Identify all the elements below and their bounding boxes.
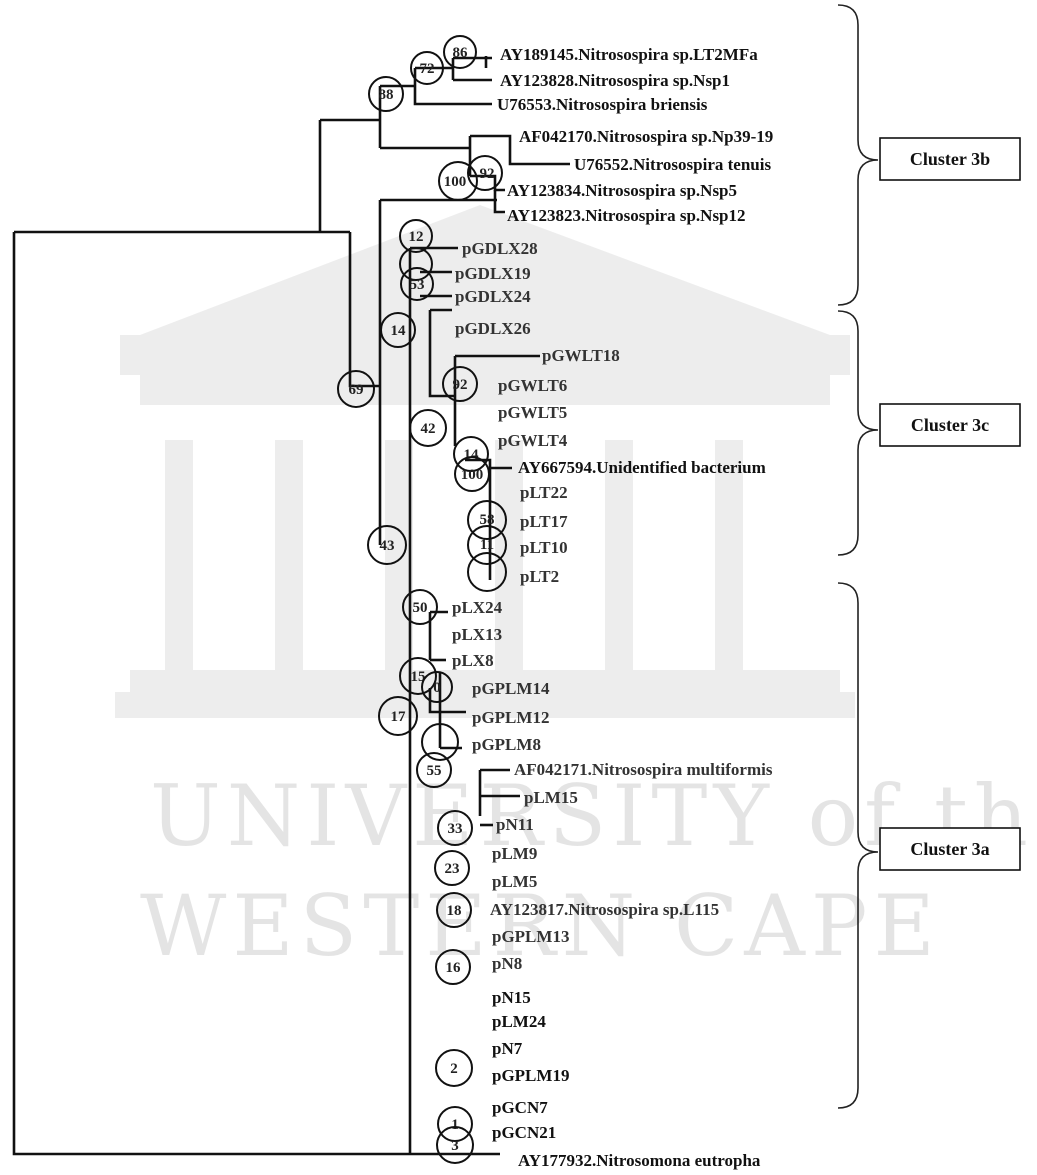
leaf-label: pGPLM19 [492, 1066, 569, 1085]
svg-text:14: 14 [464, 447, 480, 463]
leaf-label: pGDLX26 [455, 319, 531, 338]
leaf-label: pLM5 [492, 872, 537, 891]
svg-text:43: 43 [380, 538, 395, 554]
leaf-label: AY123817.Nitrosospira sp.L115 [490, 900, 719, 919]
svg-text:16: 16 [446, 960, 462, 976]
leaf-label: pGPLM12 [472, 708, 549, 727]
svg-text:100: 100 [444, 174, 467, 190]
svg-text:11: 11 [480, 537, 494, 553]
leaf-label: pGCN7 [492, 1098, 548, 1117]
leaf-label: pLT17 [520, 512, 568, 531]
svg-text:86: 86 [453, 45, 469, 61]
leaf-label: pN15 [492, 988, 531, 1007]
leaf-label: AY177932.Nitrosomona eutropha [518, 1151, 761, 1170]
leaf-label: pGPLM13 [492, 927, 569, 946]
svg-text:14: 14 [391, 323, 407, 339]
leaf-label: AY123834.Nitrosospira sp.Nsp5 [507, 181, 737, 200]
leaf-label: pGWLT5 [498, 403, 567, 422]
leaf-label: AF042171.Nitrosospira multiformis [514, 760, 773, 779]
cluster-3c-label: Cluster 3c [911, 415, 989, 435]
cluster-labels: Cluster 3b Cluster 3c Cluster 3a [880, 138, 1020, 870]
leaf-label: AY123828.Nitrosospira sp.Nsp1 [500, 71, 730, 90]
bootstrap-node: 1 [438, 1107, 472, 1141]
leaf-label: pN7 [492, 1039, 523, 1058]
svg-text:92: 92 [480, 166, 495, 182]
bootstrap-node: 2 [436, 1050, 472, 1086]
leaf-label: pGWLT18 [542, 346, 620, 365]
leaf-label: pLX13 [452, 625, 502, 644]
svg-text:2: 2 [450, 1061, 458, 1077]
leaf-label: pGDLX19 [455, 264, 531, 283]
leaf-label: pLX24 [452, 598, 503, 617]
bootstrap-node: 42 [410, 410, 446, 446]
leaf-label: pGCN21 [492, 1123, 556, 1142]
bootstrap-node: 92 [468, 156, 502, 190]
cluster-3b-brace [838, 5, 878, 305]
leaf-label: pLT22 [520, 483, 568, 502]
leaf-label: AY123823.Nitrosospira sp.Nsp12 [507, 206, 746, 225]
svg-text:12: 12 [409, 229, 424, 245]
leaf-label: U76552.Nitrosospira tenuis [574, 155, 771, 174]
leaf-label: pGWLT6 [498, 376, 567, 395]
leaf-label: pGPLM8 [472, 735, 541, 754]
svg-text:69: 69 [349, 382, 364, 398]
svg-text:42: 42 [421, 421, 436, 437]
leaf-label: pLT10 [520, 538, 568, 557]
svg-text:50: 50 [413, 600, 428, 616]
svg-text:88: 88 [379, 87, 394, 103]
bootstrap-node: 14 [454, 437, 488, 471]
leaf-label: AY189145.Nitrosospira sp.LT2MFa [500, 45, 758, 64]
leaf-label: pLM24 [492, 1012, 546, 1031]
svg-text:92: 92 [453, 377, 468, 393]
leaf-label: pGDLX28 [462, 239, 538, 258]
svg-text:1: 1 [451, 1117, 459, 1133]
cluster-3b-label: Cluster 3b [910, 149, 990, 169]
svg-text:23: 23 [445, 861, 460, 877]
leaf-label: AY667594.Unidentified bacterium [518, 458, 766, 477]
bootstrap-node: 100 [439, 162, 477, 200]
cluster-3a-label: Cluster 3a [910, 839, 989, 859]
leaf-label: U76553.Nitrosospira briensis [497, 95, 708, 114]
svg-text:3: 3 [451, 1138, 459, 1154]
svg-text:55: 55 [427, 763, 442, 779]
svg-text:18: 18 [447, 903, 462, 919]
svg-text:33: 33 [448, 821, 463, 837]
svg-text:72: 72 [420, 61, 435, 77]
leaf-label: pGWLT4 [498, 431, 568, 450]
svg-text:17: 17 [391, 709, 407, 725]
leaf-label: pGDLX24 [455, 287, 531, 306]
leaf-label: pN11 [496, 815, 534, 834]
bootstrap-node: 88 [369, 77, 403, 111]
leaf-label: pN8 [492, 954, 522, 973]
svg-text:0: 0 [433, 680, 441, 696]
leaf-label: pGPLM14 [472, 679, 550, 698]
svg-text:53: 53 [410, 277, 425, 293]
leaf-label: AF042170.Nitrosospira sp.Np39-19 [519, 127, 773, 146]
leaf-label: pLM15 [524, 788, 578, 807]
bootstrap-node: 86 [444, 36, 476, 68]
watermark-line2: WESTERN CAPE [140, 877, 941, 975]
svg-text:100: 100 [461, 467, 484, 483]
leaf-label: pLM9 [492, 844, 537, 863]
leaf-label: pLX8 [452, 651, 494, 670]
leaf-label: pLT2 [520, 567, 559, 586]
